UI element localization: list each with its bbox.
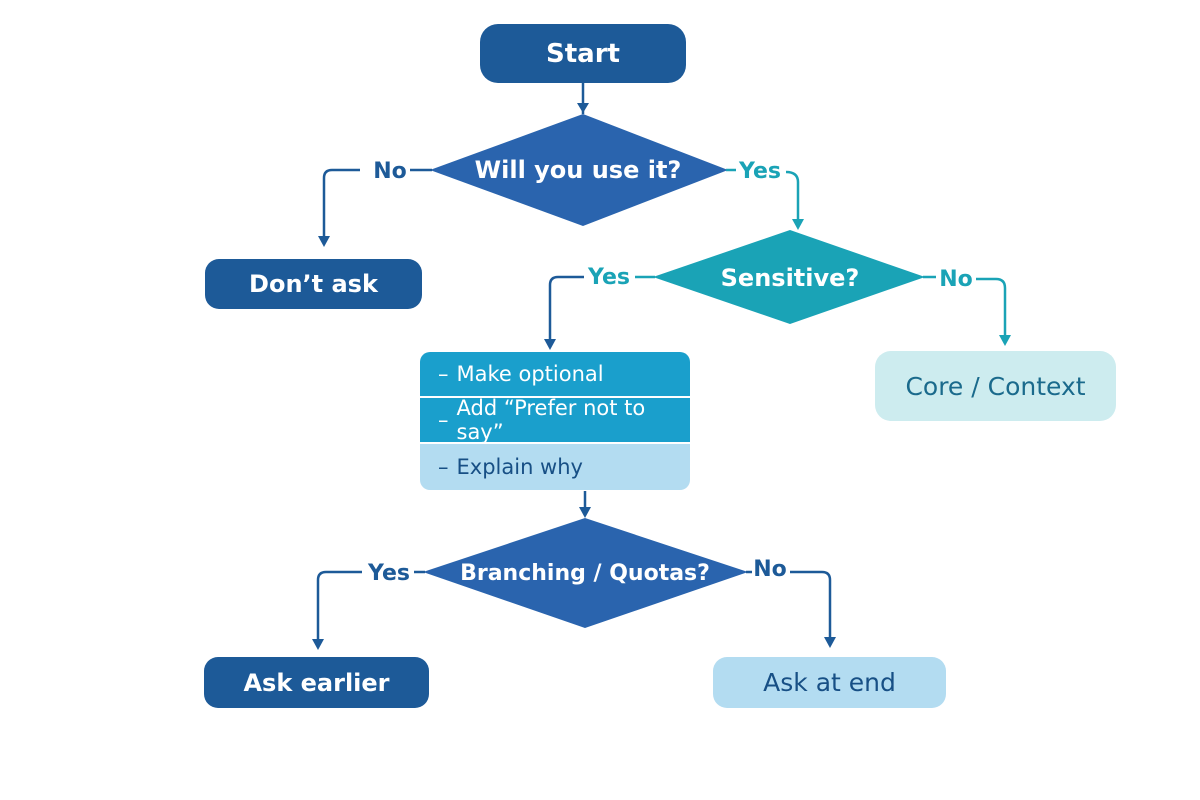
label-branching-yes: Yes xyxy=(367,561,410,586)
dash-glyph: – xyxy=(438,455,449,479)
line-sensitive-no-b xyxy=(976,277,1007,336)
dash-glyph: – xyxy=(438,408,449,432)
line-branching-yes-b xyxy=(316,570,362,640)
ask-at-end-node: Ask at end xyxy=(713,657,946,708)
use-question-text: Will you use it? xyxy=(475,156,682,184)
mitigation-label: Make optional xyxy=(456,362,604,386)
label-use-no: No xyxy=(373,159,407,184)
dont-ask-node: Don’t ask xyxy=(205,259,422,309)
mitigation-label: Add “Prefer not to say” xyxy=(456,396,646,444)
label-sensitive-yes: Yes xyxy=(587,265,630,290)
mitigation-item-make-optional: – Make optional xyxy=(420,352,690,396)
mitigation-item-prefer-not-to-say: – Add “Prefer not to say” xyxy=(420,396,690,444)
arrowhead-start-to-use xyxy=(577,103,589,113)
branching-question-text: Branching / Quotas? xyxy=(460,561,710,586)
line-branching-no-b xyxy=(790,570,832,638)
sensitive-question-text: Sensitive? xyxy=(721,264,860,292)
line-sensitive-yes-b xyxy=(548,275,584,340)
arrowhead-mitigations-to-branching xyxy=(579,507,591,518)
arrowhead-sensitive-no xyxy=(999,335,1011,346)
core-context-node: Core / Context xyxy=(875,351,1116,421)
mitigation-label: Explain why xyxy=(456,455,583,479)
label-sensitive-no: No xyxy=(939,267,973,292)
diamond-branching-question xyxy=(423,518,748,628)
line-use-no-b xyxy=(322,168,360,236)
label-branching-no: No xyxy=(753,557,787,582)
arrowhead-use-no xyxy=(318,236,330,247)
arrowhead-branching-no xyxy=(824,637,836,648)
label-use-yes: Yes xyxy=(738,159,781,184)
start-node: Start xyxy=(480,24,686,83)
mitigation-item-explain-why: – Explain why xyxy=(420,444,690,490)
arrowhead-branching-yes xyxy=(312,639,324,650)
diamond-use-question xyxy=(430,114,728,226)
mitigation-list: – Make optional – Add “Prefer not to say… xyxy=(420,352,690,490)
arrowhead-sensitive-yes xyxy=(544,339,556,350)
diamond-sensitive-question xyxy=(653,230,925,324)
line-use-yes-b xyxy=(785,170,800,220)
dash-glyph: – xyxy=(438,362,449,386)
arrowhead-use-yes xyxy=(792,219,804,230)
ask-earlier-node: Ask earlier xyxy=(204,657,429,708)
